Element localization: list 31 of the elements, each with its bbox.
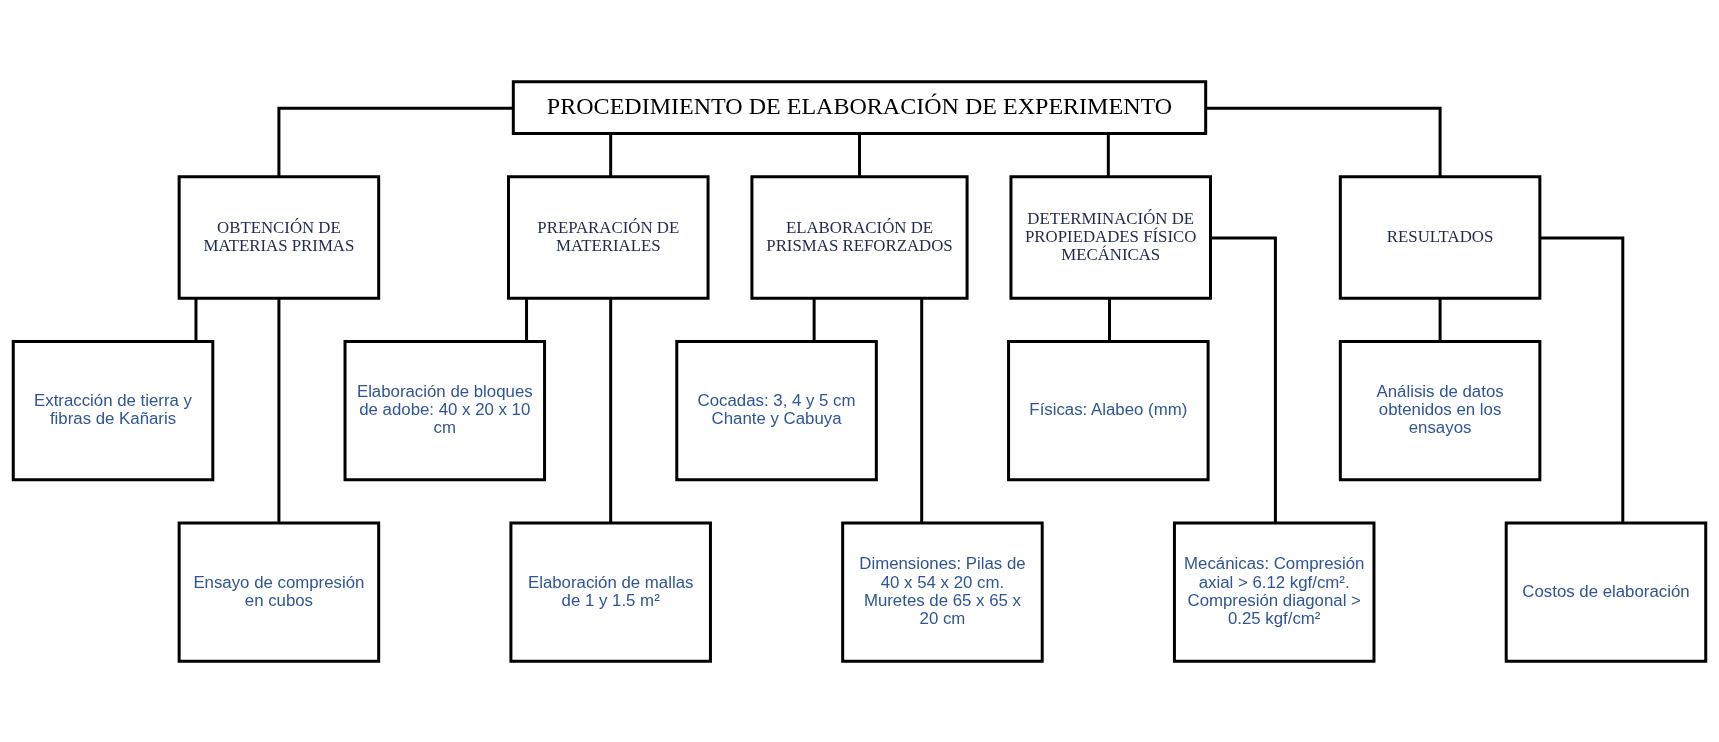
connector [277, 297, 281, 523]
connector [1210, 236, 1277, 523]
node-box: Físicas: Alabeo (mm) [1007, 339, 1210, 481]
node-box: Elaboración de mallas de 1 y 1.5 m² [509, 520, 712, 663]
node-box: OBTENCIÓN DE MATERIAS PRIMAS [177, 174, 381, 300]
node-box: PREPARACIÓN DE MATERIALES [507, 174, 710, 300]
node-box: DETERMINACIÓN DE PROPIEDADES FÍSICO MECÁNICAS [1009, 174, 1212, 300]
node-box: Mecánicas: Compresión axial > 6.12 kgf/cm². Compresión diagonal > 0.25 kgf/cm² [1172, 520, 1376, 663]
connector [1108, 298, 1112, 341]
connector [812, 298, 816, 341]
node-box: Costos de elaboración [1504, 520, 1708, 663]
node-box: PROCEDIMIENTO DE ELABORACIÓN DE EXPERIMENTO [511, 79, 1208, 135]
connector [920, 297, 924, 523]
connector [525, 298, 529, 341]
connector [609, 297, 613, 523]
node-box: Elaboración de bloques de adobe: 40 x 20 x 10 cm [343, 339, 547, 481]
connector [194, 298, 198, 341]
node-box: Extracción de tierra y fibras de Kañaris [11, 339, 215, 481]
node-box: Análisis de datos obtenidos en los ensayos [1338, 339, 1542, 481]
connector [277, 106, 513, 177]
node-box: ELABORACIÓN DE PRISMAS REFORZADOS [750, 174, 969, 300]
connector [609, 133, 613, 177]
connector [858, 133, 861, 177]
node-box: Dimensiones: Pilas de 40 x 54 x 20 cm. Muretes de 65 x 65 x 20 cm [841, 520, 1044, 663]
node-box: Ensayo de compresión en cubos [177, 520, 381, 663]
connector [1540, 236, 1625, 523]
connector [1206, 106, 1442, 177]
node-box: RESULTADOS [1338, 174, 1542, 300]
connector [1106, 133, 1110, 177]
node-box: Cocadas: 3, 4 y 5 cm Chante y Cabuya [675, 339, 878, 481]
connector [1438, 298, 1442, 341]
